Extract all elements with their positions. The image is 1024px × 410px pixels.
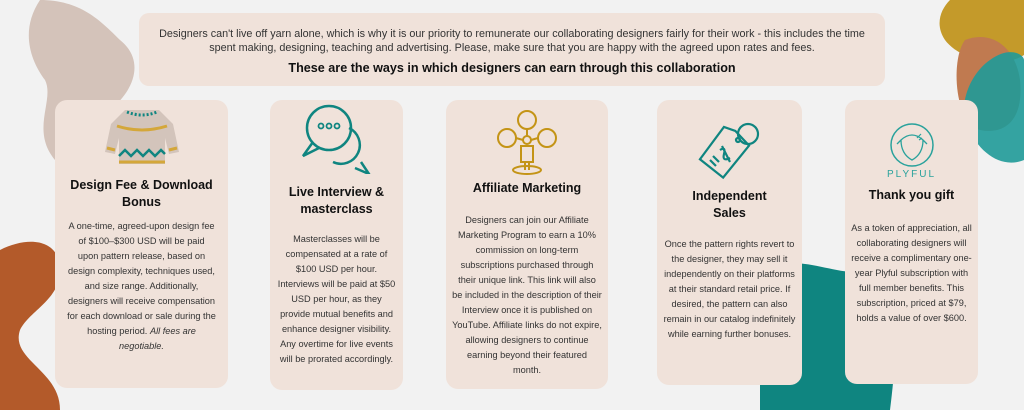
card-body: Once the pattern rights revert to the de… xyxy=(663,239,796,339)
intro-banner: Designers can't live off yarn alone, whi… xyxy=(139,13,885,86)
card-body: Designers can join our Affiliate Marketi… xyxy=(452,215,602,375)
card-title: Affiliate Marketing xyxy=(472,181,582,195)
network-people-icon xyxy=(497,110,557,175)
price-tag-icon xyxy=(697,122,759,180)
card-title: Thank you gift xyxy=(868,188,955,202)
card-affiliate: Affiliate Marketing Designers can join o… xyxy=(446,100,608,389)
chat-bubbles-icon xyxy=(301,104,371,174)
card-title: Live Interview & masterclass xyxy=(288,185,385,216)
card-body: A one-time, agreed-upon design fee of $1… xyxy=(67,221,216,351)
card-live-interview: Live Interview & masterclass Masterclass… xyxy=(270,100,403,390)
card-title: Design Fee & Download Bonus xyxy=(70,178,213,209)
card-thank-you-gift: PLYFUL Thank you gift As a token of appr… xyxy=(845,100,978,384)
card-design-fee: Design Fee & Download Bonus A one-time, … xyxy=(55,100,228,388)
card-body: Masterclasses will be compensated at a r… xyxy=(277,234,396,364)
plyful-logo: PLYFUL xyxy=(845,122,978,180)
plyful-logo-text: PLYFUL xyxy=(886,169,937,180)
card-body: As a token of appreciation, all collabor… xyxy=(851,223,972,323)
sweater-icon xyxy=(104,110,179,164)
card-independent-sales: Independent Sales Once the pattern right… xyxy=(657,100,802,385)
card-title: Independent Sales xyxy=(692,189,767,220)
intro-subtitle: These are the ways in which designers ca… xyxy=(288,61,736,75)
card-note: All fees are negotiable. xyxy=(119,326,196,351)
intro-text: Designers can't live off yarn alone, whi… xyxy=(159,28,865,54)
